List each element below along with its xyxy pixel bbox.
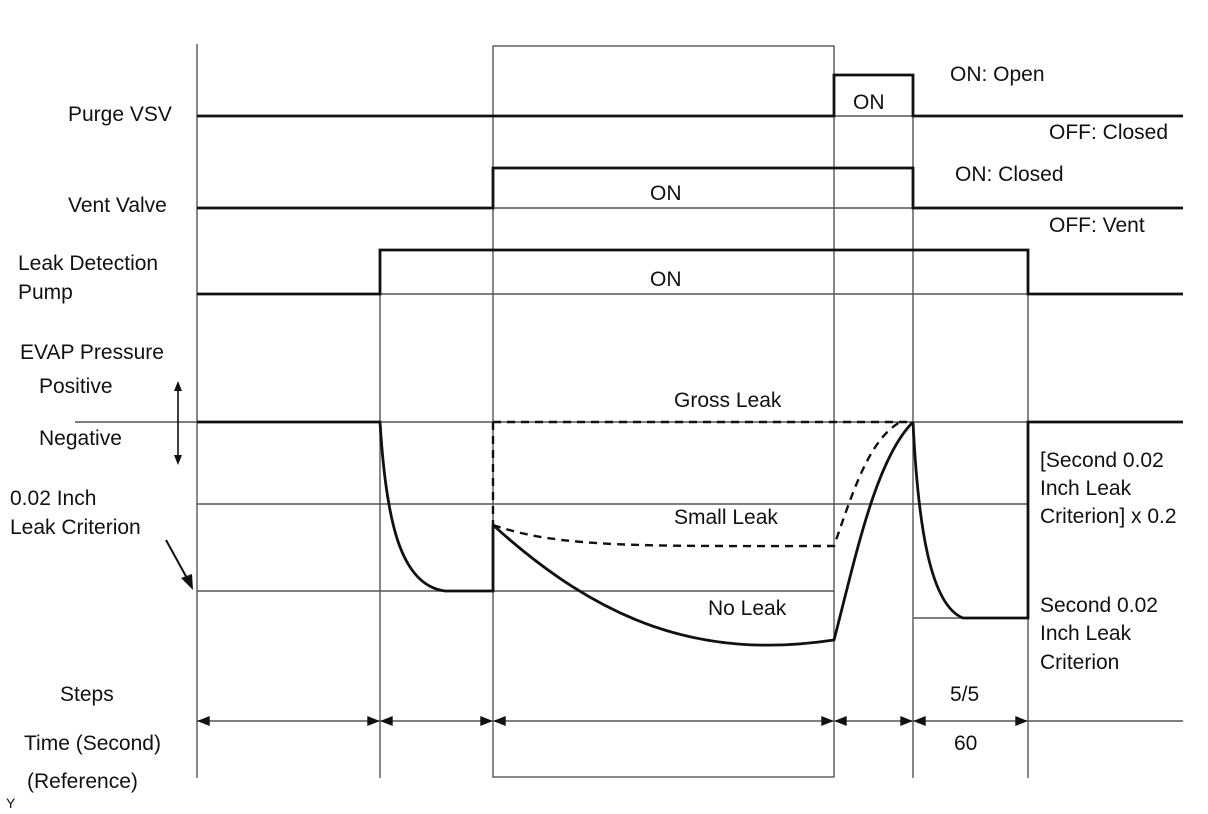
negative-label: Negative: [39, 427, 122, 450]
criterion-label-line1: 0.02 Inch: [10, 487, 96, 510]
vent-valve-signal: [197, 166, 1183, 210]
leak-pump-label-line1: Leak Detection: [18, 252, 158, 275]
pump-on-label: ON: [650, 268, 682, 291]
second-criterion-note-line2: Inch Leak: [1040, 622, 1132, 645]
corner-mark: Y: [6, 795, 16, 811]
step2-right-arrowhead: [480, 715, 493, 727]
evap-pressure-label: EVAP Pressure: [20, 341, 164, 364]
second-criterion-02-note-line1: [Second 0.02: [1040, 449, 1164, 472]
pressure-up-arrowhead: [174, 381, 182, 391]
criterion-pointer-arrow: [165, 539, 189, 581]
vent-valve-label: Vent Valve: [68, 194, 167, 217]
step-interval-arrows: [197, 715, 1028, 727]
leak-pump-signal: [197, 248, 1183, 296]
step5-right-arrowhead: [1015, 715, 1028, 727]
small-leak-curve: [492, 420, 901, 548]
time5-label: 60: [954, 732, 977, 755]
second-criterion-02-note-line3: Criterion] x 0.2: [1040, 505, 1177, 528]
second-criterion-note-line1: Second 0.02: [1040, 594, 1158, 617]
second-criterion-note-line3: Criterion: [1040, 651, 1119, 674]
steps-label: Steps: [60, 683, 114, 706]
purge-off-closed-label: OFF: Closed: [1049, 121, 1168, 144]
vent-on-label: ON: [650, 182, 682, 205]
second-criterion-02-note-line2: Inch Leak: [1040, 477, 1132, 500]
step5-label: 5/5: [950, 683, 979, 706]
no-leak-label: No Leak: [708, 597, 787, 620]
criterion-label-line2: Leak Criterion: [10, 516, 141, 539]
reference-label: (Reference): [27, 770, 138, 793]
purge-on-open-label: ON: Open: [950, 63, 1045, 86]
no-leak-curve: [492, 421, 914, 647]
step1-left-arrowhead: [197, 715, 210, 727]
time-label: Time (Second): [24, 732, 161, 755]
positive-label: Positive: [39, 375, 113, 398]
evap-pressure-criterion-curve: [197, 420, 495, 593]
step4-left-arrowhead: [834, 715, 847, 727]
step3-right-arrowhead: [821, 715, 834, 727]
vent-closed-period-box: [492, 45, 835, 778]
purge-on-box-label: ON: [853, 91, 885, 114]
criterion-pointer-arrowhead: [181, 574, 193, 590]
small-leak-label: Small Leak: [674, 506, 778, 529]
step1-right-arrowhead: [367, 715, 380, 727]
second-criterion-curve: [911, 420, 1183, 620]
leak-pump-label-line2: Pump: [18, 281, 73, 304]
vent-off-vent-label: OFF: Vent: [1049, 214, 1145, 237]
purge-vsv-label: Purge VSV: [68, 103, 172, 126]
step5-left-arrowhead: [913, 715, 926, 727]
purge-vsv-signal: [197, 73, 1183, 118]
step2-left-arrowhead: [380, 715, 393, 727]
step4-right-arrowhead: [900, 715, 913, 727]
pressure-down-arrowhead: [174, 455, 182, 465]
step3-left-arrowhead: [493, 715, 506, 727]
vent-on-closed-label: ON: Closed: [955, 163, 1064, 186]
gross-leak-label: Gross Leak: [674, 389, 782, 412]
